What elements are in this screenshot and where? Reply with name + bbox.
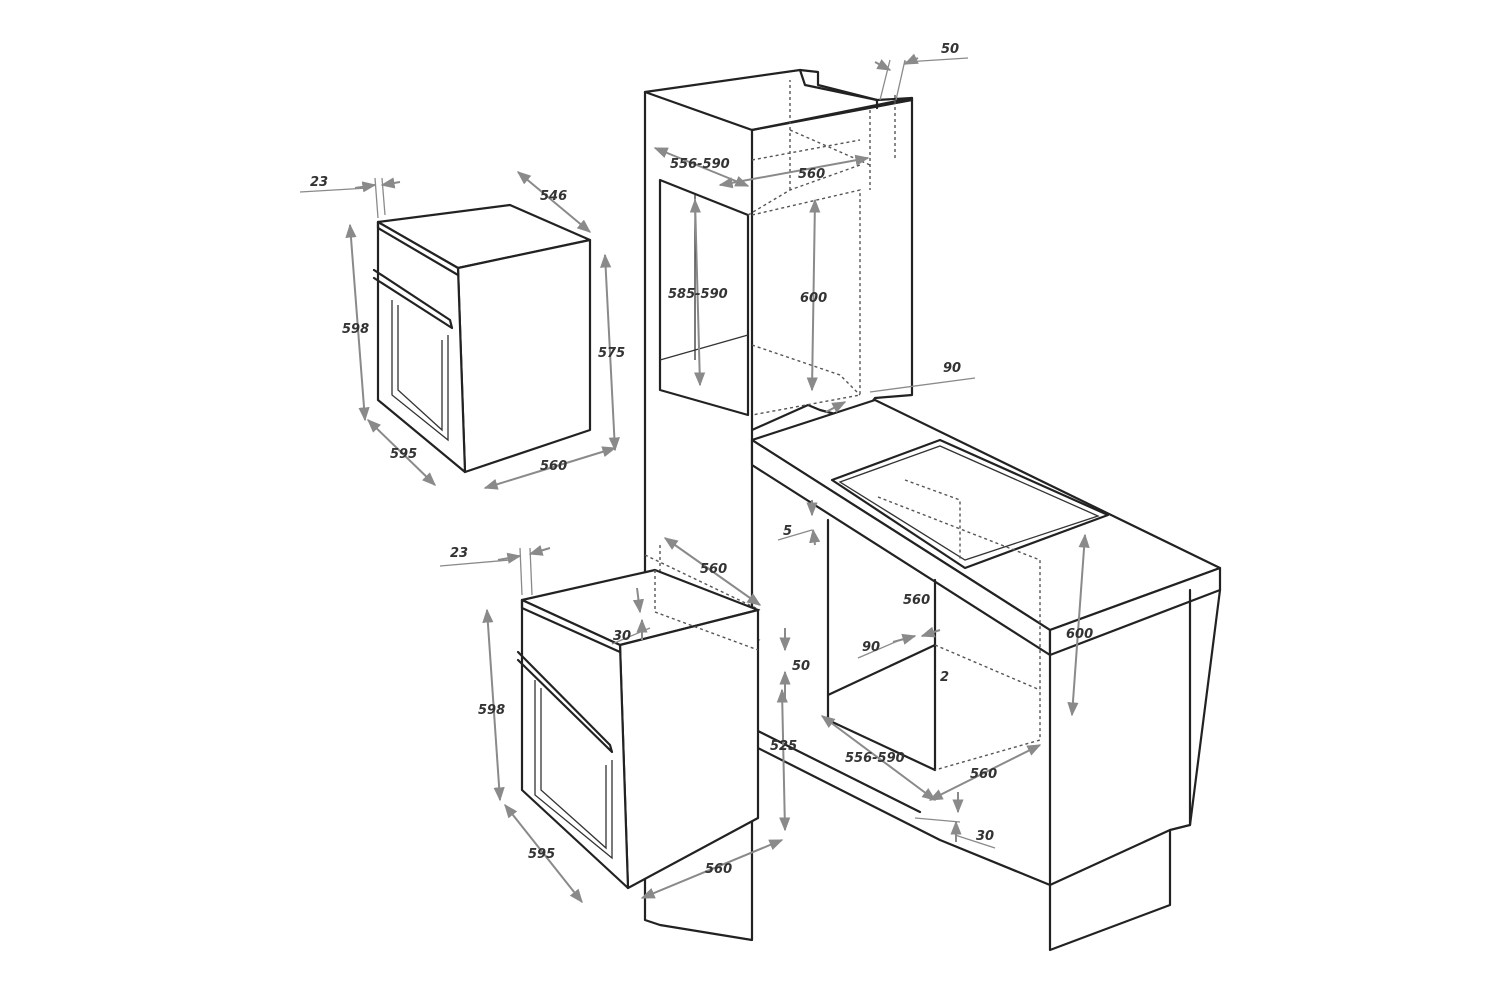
plinth-gap-label: 30 (976, 829, 994, 844)
counter-base-width-label: 560 (970, 767, 997, 782)
lower-niche-height-label: 525 (770, 739, 797, 754)
lower-vent-top-label: 30 (613, 629, 631, 644)
tall-niche-height-label: 600 (800, 291, 827, 306)
rear-gap-label: 50 (941, 42, 959, 57)
top-oven-height-label: 598 (342, 322, 369, 337)
tall-opening-height-label: 585-590 (668, 287, 728, 302)
top-oven-trim-label: 23 (310, 175, 328, 190)
bottom-oven-height-label: 598 (478, 703, 505, 718)
lower-niche-depth-label: 560 (700, 562, 727, 577)
counter-opening-width-label: 556-590 (845, 751, 905, 766)
top-oven-depth-label: 546 (540, 189, 567, 204)
tall-opening-width-label: 556-590 (670, 157, 730, 172)
dimension-lines (299, 53, 1090, 904)
counter-gap-label: 5 (783, 524, 792, 539)
bottom-oven (516, 568, 760, 890)
tall-vent-label: 90 (943, 361, 961, 376)
under-counter-cabinet (750, 398, 1222, 952)
bottom-oven-body-width-label: 560 (705, 862, 732, 877)
counter-niche-width-label: 560 (903, 593, 930, 608)
side-vent-label: 90 (862, 640, 880, 655)
bottom-oven-trim-label: 23 (450, 546, 468, 561)
tall-niche-width-label: 560 (798, 167, 825, 182)
top-oven-body-height-label: 575 (598, 346, 625, 361)
dimension-labels: 23 546 598 575 595 560 23 598 595 560 50… (310, 42, 1093, 877)
counter-niche-height-label: 600 (1066, 627, 1093, 642)
top-oven (372, 203, 592, 474)
top-oven-body-width-label: 560 (540, 459, 567, 474)
lower-vent-gap-label: 50 (792, 659, 810, 674)
corner-label: 2 (940, 670, 949, 685)
bottom-oven-width-label: 595 (528, 847, 555, 862)
top-oven-width-label: 595 (390, 447, 417, 462)
